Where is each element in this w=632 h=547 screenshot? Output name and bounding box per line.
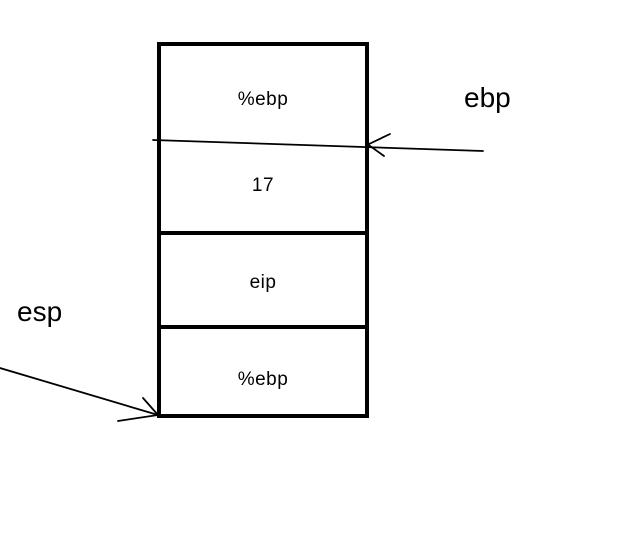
stack-cell-eip: eip xyxy=(161,235,365,329)
ebp-pointer-label: ebp xyxy=(464,82,511,113)
esp-arrow-down-right-icon xyxy=(0,367,160,422)
stack-cell-saved-ebp-top: %ebp xyxy=(161,46,365,141)
stack-cell-label: %ebp xyxy=(237,88,289,110)
stack-cell-label: %ebp xyxy=(237,368,289,390)
stack-cell-label: 17 xyxy=(251,175,275,196)
esp-pointer-label: esp xyxy=(17,296,63,327)
stack-cell-value: 17 xyxy=(161,141,365,235)
stack-frame-box: %ebp 17 eip %ebp xyxy=(157,42,369,418)
stack-cell-saved-ebp-bottom: %ebp xyxy=(161,329,365,414)
stack-cell-label: eip xyxy=(249,272,277,293)
